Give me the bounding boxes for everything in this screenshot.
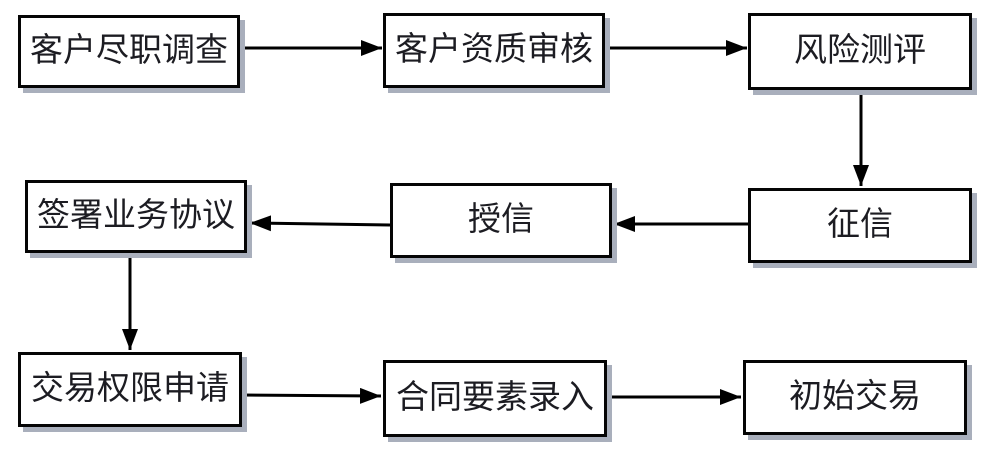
node-risk-assessment: 风险测评 (748, 13, 972, 90)
node-label: 签署业务协议 (37, 198, 235, 234)
node-customer-qualification-review: 客户资质审核 (383, 13, 605, 88)
node-label: 风险测评 (794, 33, 926, 69)
edge-trading-permission-to-contract-entry (241, 387, 382, 404)
node-credit-granting: 授信 (390, 183, 612, 258)
node-sign-business-agreement: 签署业务协议 (25, 180, 247, 253)
node-customer-due-diligence: 客户尽职调查 (18, 15, 240, 88)
node-initial-trade: 初始交易 (743, 360, 967, 435)
node-label: 授信 (468, 202, 534, 238)
node-credit-investigation: 征信 (748, 188, 972, 263)
node-contract-elements-entry: 合同要素录入 (383, 360, 607, 437)
node-label: 合同要素录入 (396, 380, 594, 416)
node-label: 初始交易 (789, 379, 921, 415)
node-label: 客户资质审核 (395, 32, 593, 68)
node-label: 征信 (827, 207, 893, 243)
node-trading-permission-application: 交易权限申请 (18, 352, 242, 427)
node-label: 客户尽职调查 (30, 33, 228, 69)
node-label: 交易权限申请 (31, 371, 229, 407)
edge-credit-granting-to-sign-agreement (249, 215, 391, 232)
